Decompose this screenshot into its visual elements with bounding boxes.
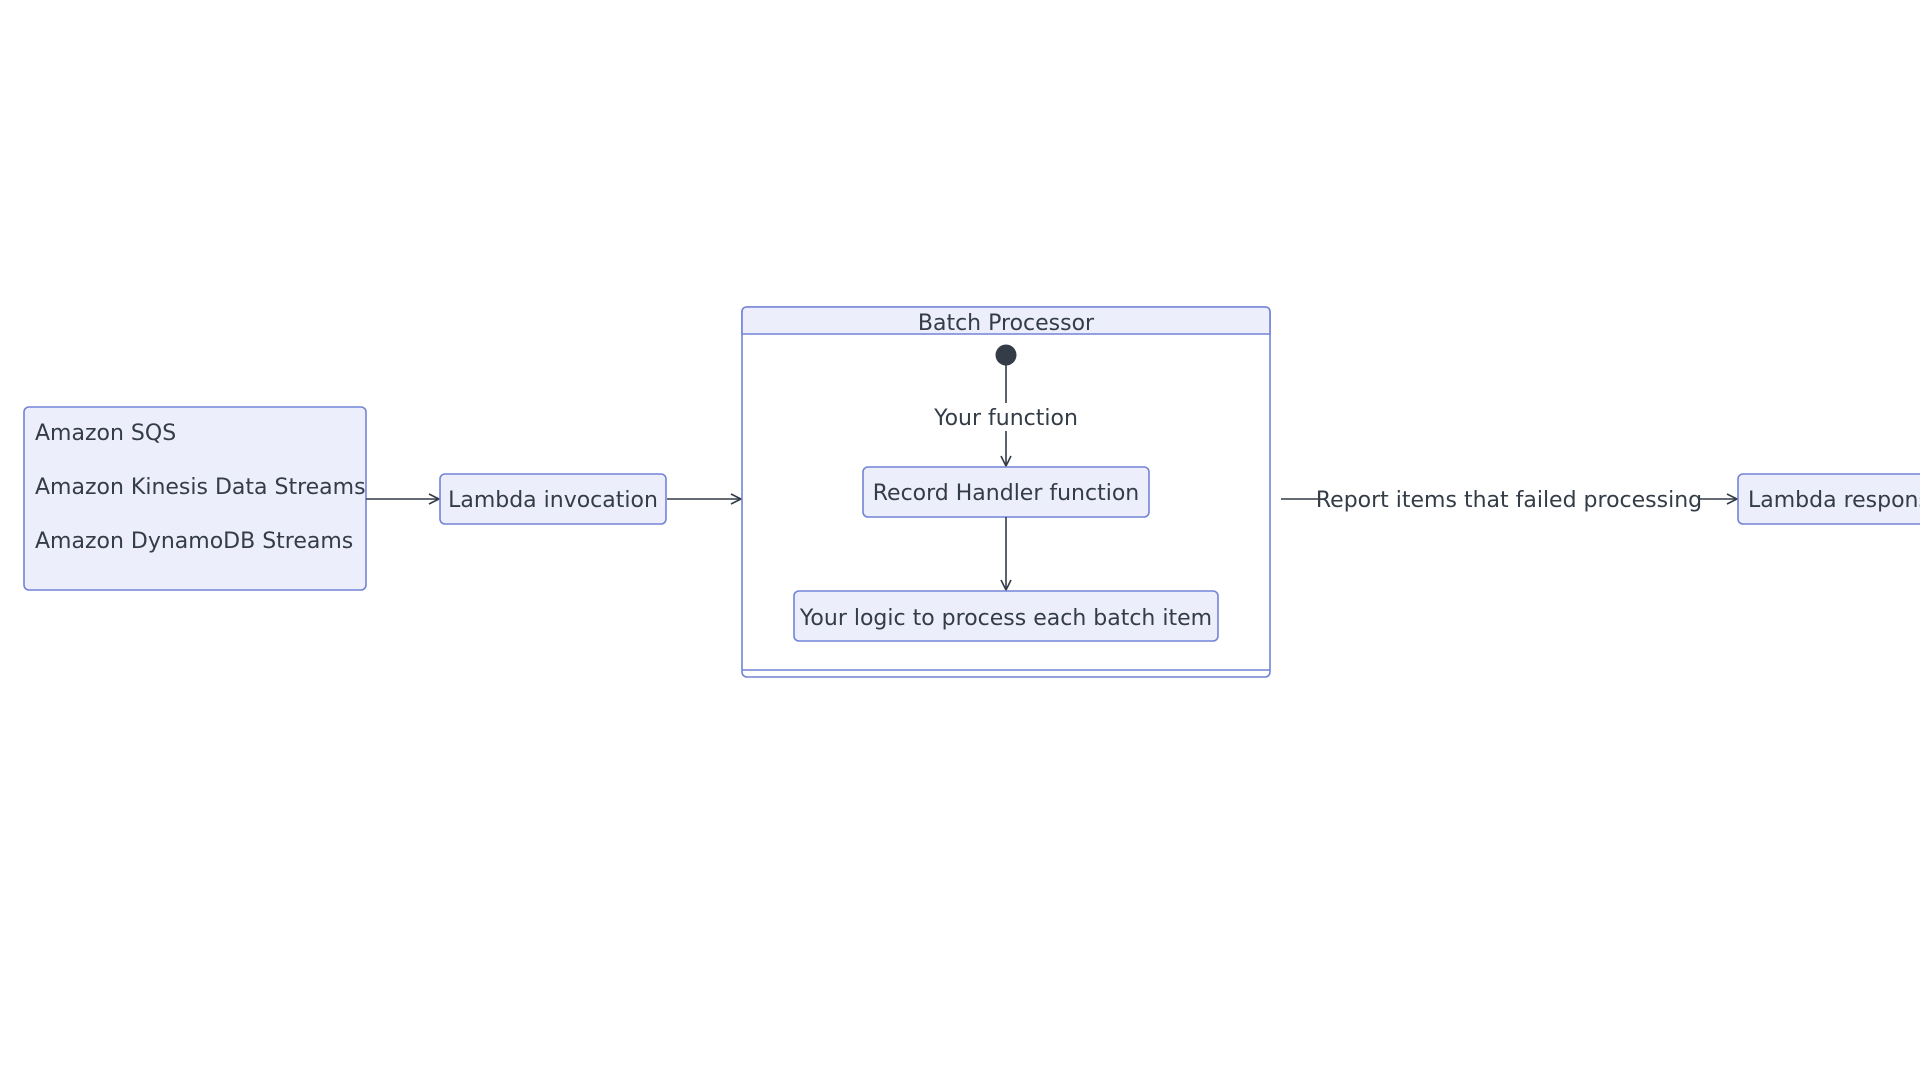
batch-item-logic-node: Your logic to process each batch item — [793, 590, 1219, 642]
report-failed-items-label: Report items that failed processing — [1316, 488, 1702, 513]
start-edge-label: Your function — [933, 406, 1078, 431]
lambda-response-node: Lambda response — [1737, 473, 1920, 525]
source-label-kinesis: Amazon Kinesis Data Streams — [35, 475, 366, 500]
sources-node: Amazon SQS Amazon Kinesis Data Streams A… — [23, 406, 367, 591]
batch-processor-cluster: Batch Processor Your function Record Han… — [741, 306, 1271, 678]
lambda-invocation-label: Lambda invocation — [448, 488, 658, 513]
lambda-invocation-node: Lambda invocation — [439, 473, 667, 525]
batch-processor-title: Batch Processor — [918, 311, 1095, 336]
start-state-dot — [995, 344, 1017, 366]
batch-item-logic-label: Your logic to process each batch item — [799, 606, 1212, 631]
source-label-sqs: Amazon SQS — [35, 421, 176, 446]
record-handler-label: Record Handler function — [873, 481, 1140, 506]
record-handler-node: Record Handler function — [862, 466, 1150, 518]
source-label-dynamodb: Amazon DynamoDB Streams — [35, 529, 353, 554]
lambda-response-label: Lambda response — [1748, 488, 1920, 513]
